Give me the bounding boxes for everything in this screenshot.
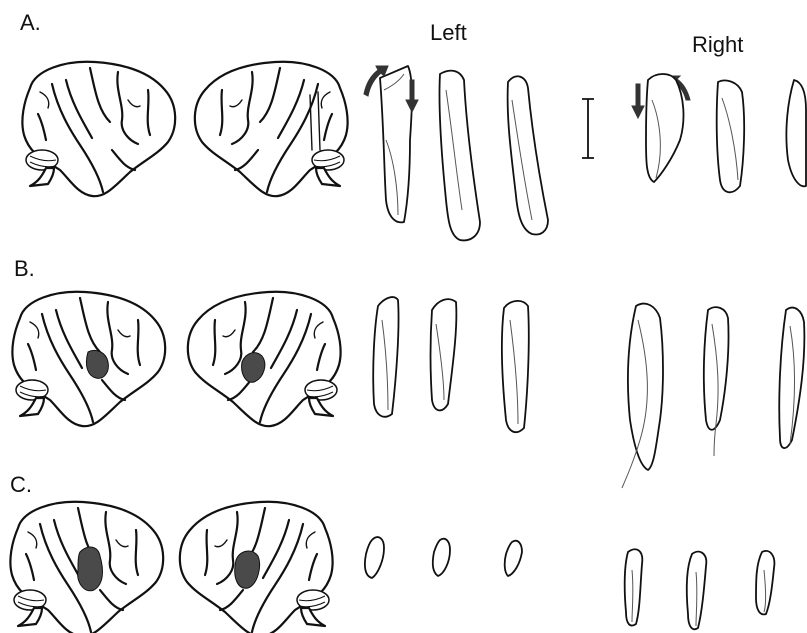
trace-a-right-2 xyxy=(717,80,744,192)
trace-b-right-1 xyxy=(622,304,663,488)
trace-b-right-2 xyxy=(704,307,729,456)
trace-c-left-1 xyxy=(365,537,384,578)
trace-a-left-3 xyxy=(508,76,548,234)
trace-b-right-3 xyxy=(779,308,804,448)
trace-b-left-1 xyxy=(373,297,398,417)
trace-a-right-3 xyxy=(786,80,806,186)
panel-label-a: A. xyxy=(20,10,41,35)
trace-c-right-3 xyxy=(756,551,774,614)
column-label-right: Right xyxy=(692,32,743,57)
column-label-left: Left xyxy=(430,20,467,45)
trace-c-right-1 xyxy=(625,549,643,625)
trace-a-right-1 xyxy=(646,74,683,182)
brain-c-left-hemisphere xyxy=(10,502,163,633)
trace-c-left-3 xyxy=(505,541,522,576)
scale-bar-icon xyxy=(582,99,594,158)
brain-c-right-hemisphere xyxy=(180,502,333,633)
trace-b-left-2 xyxy=(431,299,457,410)
panel-label-b: B. xyxy=(14,256,35,281)
trace-c-right-2 xyxy=(687,552,707,630)
trace-a-left-1 xyxy=(380,66,412,222)
brain-b-right-hemisphere xyxy=(188,292,341,426)
trace-b-left-3 xyxy=(502,301,529,432)
brain-a-right-hemisphere xyxy=(195,62,348,196)
brain-b-left-hemisphere xyxy=(12,292,165,426)
panel-label-c: C. xyxy=(10,472,32,497)
trace-c-left-2 xyxy=(433,539,450,576)
lesion-c-left xyxy=(78,547,103,591)
brain-a-left-hemisphere xyxy=(22,62,175,196)
trace-a-left-2 xyxy=(439,71,480,241)
